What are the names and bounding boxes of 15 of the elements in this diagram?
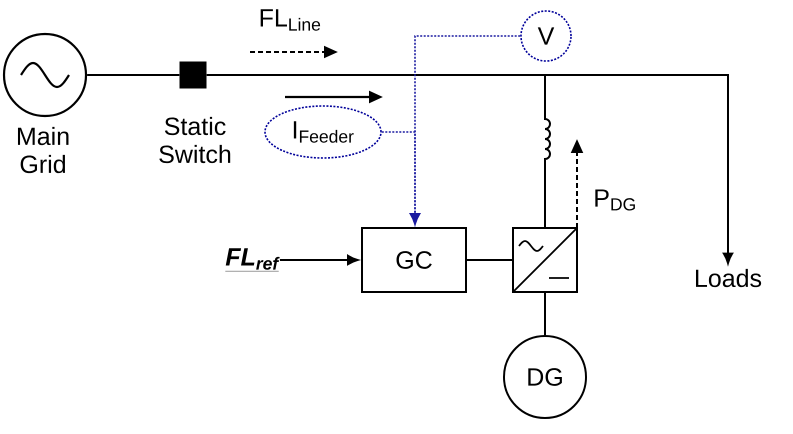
loads-label: Loads xyxy=(696,268,762,288)
arrow xyxy=(280,254,358,266)
controller-box: GC xyxy=(361,227,467,293)
quantity-label: FL$_{Line}$ xyxy=(260,9,320,31)
connector-line xyxy=(544,293,546,335)
inductor-branch xyxy=(544,75,551,227)
source-label: Main Grid xyxy=(18,126,68,174)
arrow xyxy=(206,74,734,264)
reference-label: FL$_{ref}$ xyxy=(225,248,280,272)
signal-arrow xyxy=(382,131,420,225)
connector-line xyxy=(87,74,180,76)
quantity-label: P$_{DG}$ xyxy=(595,189,635,211)
switch-label: Static Switch xyxy=(159,116,230,164)
converter-box xyxy=(512,227,578,293)
connector-line xyxy=(467,259,512,261)
